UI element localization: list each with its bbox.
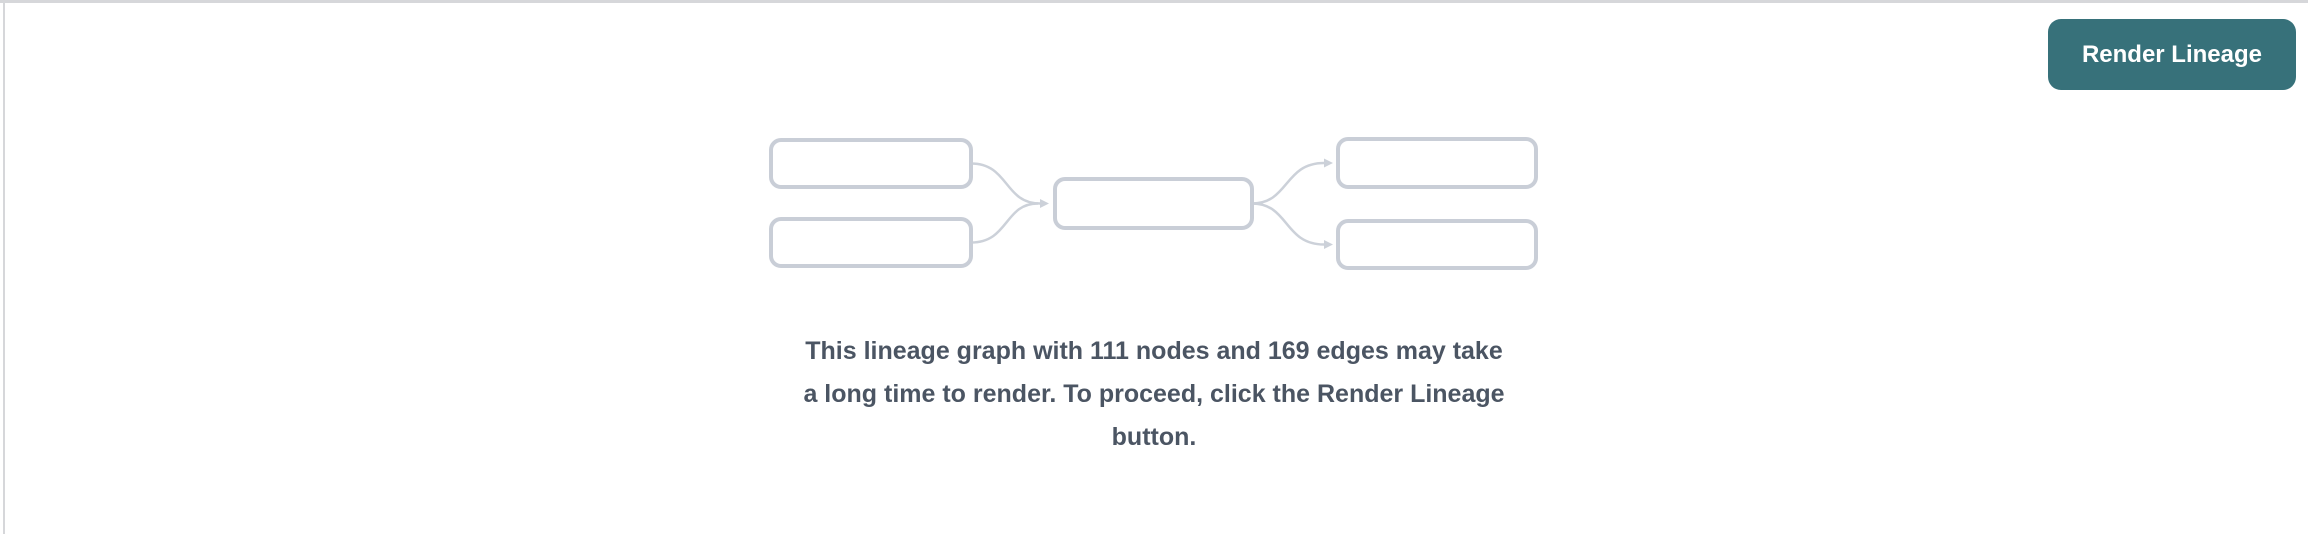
message-line-2: a long time to render. To proceed, click… [803,380,1505,408]
render-lineage-button[interactable]: Render Lineage [2047,19,2296,90]
placeholder-edge [1251,158,1333,205]
message-line-3: button. [1111,423,1197,451]
placeholder-edge [970,162,1049,208]
placeholder-node [1053,177,1254,230]
placeholder-node [769,217,973,268]
placeholder-edge [970,202,1039,244]
lineage-placeholder-graphic [769,137,1538,270]
placeholder-edge [1251,202,1333,249]
panel-left-border [3,0,5,534]
placeholder-node [1336,219,1538,270]
panel-top-border [0,0,2308,3]
placeholder-node [1336,137,1538,189]
placeholder-node [769,138,973,189]
message-line-1: This lineage graph with 111 nodes and 16… [805,337,1503,365]
lineage-warning-message: This lineage graph with 111 nodes and 16… [803,330,1504,459]
